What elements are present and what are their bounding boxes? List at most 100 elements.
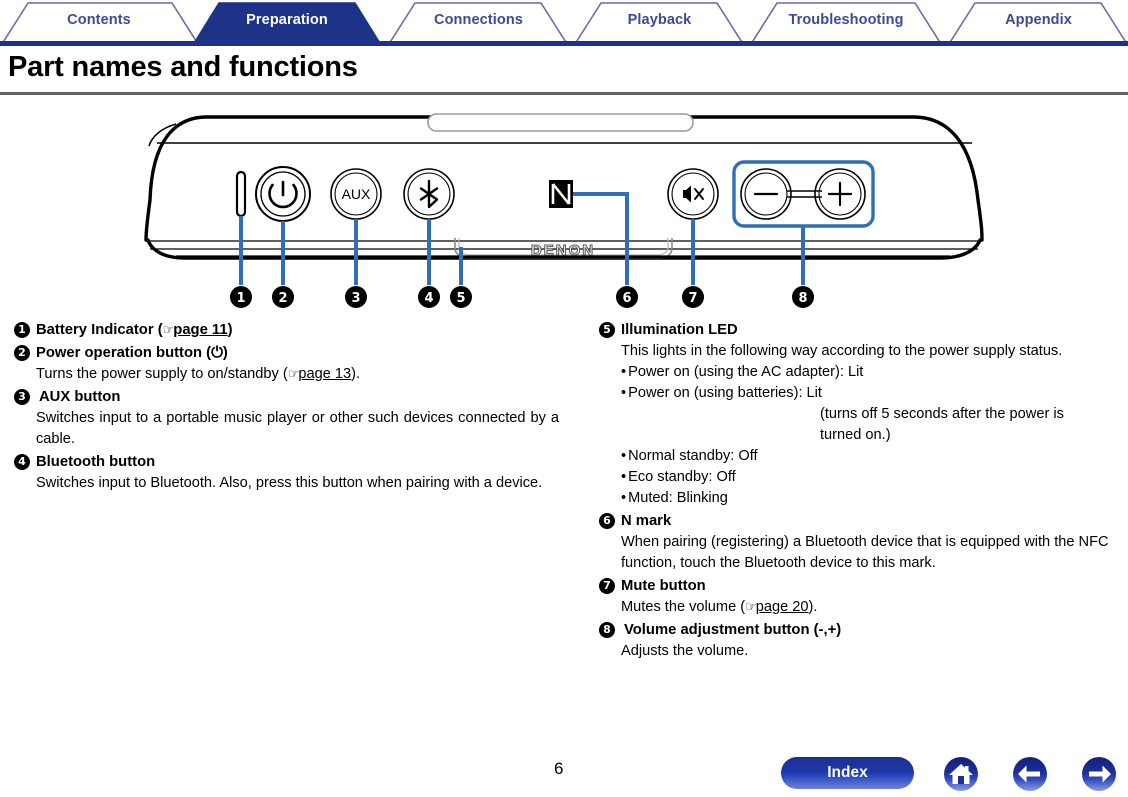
svg-text:7: 7 bbox=[688, 291, 697, 306]
entry-number: 1 bbox=[14, 322, 30, 338]
tab-contents[interactable]: Contents bbox=[67, 12, 131, 28]
callout-badge-3: 3 bbox=[345, 286, 367, 308]
svg-text:2: 2 bbox=[278, 291, 287, 306]
entry-number: 8 bbox=[599, 622, 615, 638]
arrow-right-icon bbox=[1089, 765, 1111, 783]
mute-icon bbox=[683, 185, 704, 203]
led-status-text: Muted: Blinking bbox=[628, 490, 728, 506]
callout-badge-4: 4 bbox=[418, 286, 440, 308]
index-button[interactable]: Index bbox=[781, 757, 914, 789]
power-symbol-icon: ⏻ bbox=[211, 345, 223, 361]
home-button[interactable] bbox=[944, 757, 978, 791]
pointing-hand-icon: ☞ bbox=[287, 367, 300, 382]
svg-text:6: 6 bbox=[622, 291, 631, 306]
led-status-item: •Power on (using the AC adapter): Lit bbox=[599, 362, 1124, 383]
page-link-20[interactable]: page 20 bbox=[755, 599, 809, 615]
page-title: Part names and functions bbox=[8, 51, 358, 83]
callout-badges: 1 2 3 4 5 6 7 8 bbox=[230, 286, 814, 308]
page-link-11[interactable]: page 11 bbox=[173, 322, 228, 338]
led-status-item: •Muted: Blinking bbox=[599, 488, 1124, 509]
tab-underline bbox=[0, 41, 1128, 46]
svg-text:4: 4 bbox=[424, 291, 433, 306]
entry-title-suffix: ) bbox=[227, 322, 233, 338]
callout-leader-lines bbox=[239, 192, 805, 285]
entry-title-power-operation-button: 2 Power operation button (⏻) bbox=[14, 343, 559, 363]
bullet-dot: • bbox=[621, 385, 627, 401]
entry-number: 4 bbox=[14, 454, 30, 470]
pointing-hand-icon: ☞ bbox=[745, 600, 757, 615]
entry-battery-indicator: 1 Battery Indicator (☞page 11) bbox=[14, 320, 559, 341]
nfc-n-mark bbox=[549, 180, 573, 208]
body-text: Mutes the volume ( bbox=[621, 599, 746, 615]
device-corner-left bbox=[148, 123, 177, 147]
entry-n-mark: 6 N mark When pairing (registering) a Blu… bbox=[599, 511, 1124, 574]
entry-title-volume-adjustment-button: 8 Volume adjustment button (-,+) bbox=[599, 620, 1124, 640]
tab-connections[interactable]: Connections bbox=[434, 12, 523, 28]
callout-badge-6: 6 bbox=[616, 286, 638, 308]
bullet-dot: • bbox=[621, 469, 627, 485]
volume-down-button[interactable] bbox=[740, 168, 792, 220]
tab-troubleshooting[interactable]: Troubleshooting bbox=[788, 12, 904, 28]
entry-body-illumination-led: This lights in the following way accordi… bbox=[621, 343, 1063, 359]
entry-number: 5 bbox=[599, 322, 615, 338]
led-status-text: Normal standby: Off bbox=[628, 448, 758, 464]
entry-title-text: Battery Indicator ( bbox=[36, 322, 163, 338]
tab-preparation[interactable]: Preparation bbox=[246, 12, 328, 28]
entry-power-operation-button: 2 Power operation button (⏻) Turns the po… bbox=[14, 343, 559, 385]
led-status-text: Eco standby: Off bbox=[628, 469, 736, 485]
bluetooth-icon bbox=[419, 179, 439, 209]
svg-text:8: 8 bbox=[798, 291, 807, 306]
entry-title-text: N mark bbox=[621, 513, 672, 529]
plus-icon bbox=[827, 181, 853, 207]
bullet-dot: • bbox=[621, 448, 627, 464]
entry-number: 2 bbox=[14, 345, 30, 361]
page-number: 6 bbox=[554, 759, 564, 778]
entry-number: 6 bbox=[599, 513, 615, 529]
led-status-item: •Normal standby: Off bbox=[599, 446, 1124, 467]
body-text: Turns the power supply to on/standby ( bbox=[36, 366, 288, 382]
pointing-hand-icon: ☞ bbox=[162, 323, 175, 338]
aux-label: AUX bbox=[342, 186, 371, 202]
body-suffix: ). bbox=[808, 599, 818, 615]
led-status-text: Power on (using batteries): Lit bbox=[628, 385, 822, 401]
tab-appendix[interactable]: Appendix bbox=[1005, 12, 1072, 28]
entry-title-text: Power operation button ( bbox=[36, 345, 212, 361]
led-status-item: •Power on (using batteries): Lit bbox=[599, 383, 1124, 404]
callout-badge-8: 8 bbox=[792, 286, 814, 308]
volume-connector bbox=[787, 190, 822, 198]
led-status-text: Power on (using the AC adapter): Lit bbox=[628, 364, 864, 380]
device-illustration: AUX DENON bbox=[0, 100, 1128, 315]
entry-body-power-operation-button: Turns the power supply to on/standby (☞p… bbox=[14, 364, 559, 385]
denon-logo: DENON bbox=[531, 242, 595, 259]
back-button[interactable] bbox=[1013, 757, 1047, 791]
arrow-left-icon bbox=[1018, 765, 1040, 783]
entry-title-n-mark: 6 N mark bbox=[599, 511, 1124, 531]
entry-title-text: Volume adjustment button (-,+) bbox=[624, 622, 842, 638]
volume-up-button[interactable] bbox=[814, 168, 866, 220]
bullet-dot: • bbox=[621, 364, 627, 380]
aux-button[interactable]: AUX bbox=[330, 168, 382, 220]
entry-title-suffix: ) bbox=[222, 345, 228, 361]
entry-volume-adjustment-button: 8 Volume adjustment button (-,+) Adjusts … bbox=[599, 620, 1124, 662]
bluetooth-button[interactable] bbox=[403, 168, 455, 220]
entry-number: 3 bbox=[14, 389, 30, 405]
entry-number: 7 bbox=[599, 578, 615, 594]
next-button[interactable] bbox=[1082, 757, 1116, 791]
led-status-note-line: (turns off 5 seconds after the power is bbox=[820, 406, 1064, 422]
callout-badge-1: 1 bbox=[230, 286, 252, 308]
entry-body-n-mark: When pairing (registering) a Bluetooth d… bbox=[621, 534, 1109, 571]
bullet-dot: • bbox=[621, 490, 627, 506]
tab-playback[interactable]: Playback bbox=[627, 12, 692, 28]
entry-body-bluetooth-button: Switches input to Bluetooth. Also, press… bbox=[36, 475, 543, 491]
entry-body-volume-adjustment-button: Adjusts the volume. bbox=[621, 643, 749, 659]
led-status-note-line: turned on.) bbox=[820, 427, 891, 443]
page-link-13[interactable]: page 13 bbox=[298, 366, 352, 382]
